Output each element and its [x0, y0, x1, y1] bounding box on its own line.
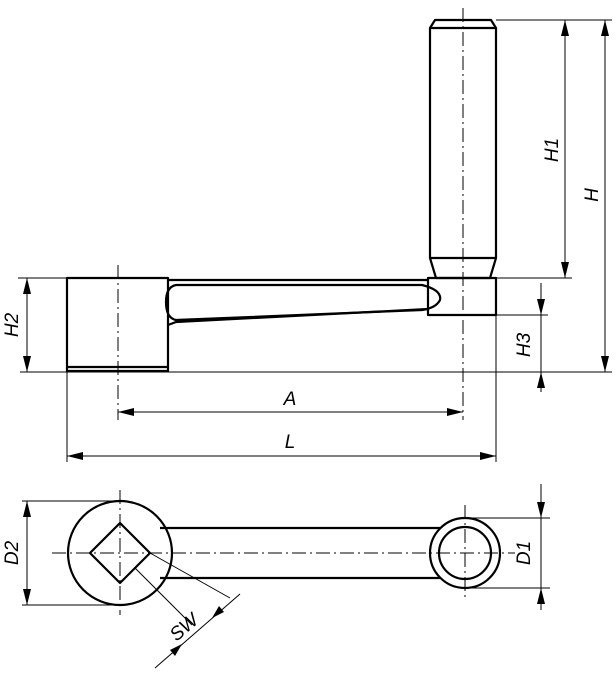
label-H1: H1 [542, 138, 563, 162]
dim-D1-arrow-top [537, 502, 545, 518]
label-A: A [283, 389, 297, 410]
square-bore [88, 521, 152, 585]
label-H: H [582, 188, 603, 202]
label-D2: D2 [2, 540, 23, 565]
label-H2: H2 [2, 312, 23, 337]
ext-SW-2 [149, 552, 231, 599]
dim-D2-arrow-top [23, 501, 31, 517]
dim-D2-arrow-bottom [23, 589, 31, 605]
label-SW: SW [166, 609, 204, 646]
arm-rib [164, 283, 442, 322]
ext-SW-1 [134, 567, 193, 626]
label-H3: H3 [514, 332, 535, 357]
dim-SW-arrow-2 [212, 606, 224, 618]
dim-L-arrow-left [67, 452, 83, 460]
label-L: L [285, 432, 296, 453]
dim-H3-arrow-bottom [537, 372, 545, 388]
top-view: D2 D1 SW [2, 484, 550, 669]
dim-H3-arrow-top [537, 299, 545, 315]
top-arm [160, 526, 440, 580]
dim-H2-arrow-bottom [23, 356, 31, 372]
label-D1: D1 [514, 541, 535, 565]
dim-SW-arrow-1 [170, 644, 182, 656]
dim-A-arrow-left [118, 408, 134, 416]
dim-H2-arrow-top [23, 278, 31, 294]
collar [426, 276, 498, 317]
dim-H-arrow-top [601, 20, 609, 36]
side-view: H H1 H3 H2 A L [2, 8, 612, 462]
dim-D1-arrow-bottom [537, 588, 545, 604]
dim-A-arrow-right [447, 408, 463, 416]
dim-L-arrow-right [480, 452, 496, 460]
dim-H1-arrow-bottom [561, 262, 569, 278]
dim-H1-arrow-top [561, 20, 569, 36]
dim-H-arrow-bottom [601, 356, 609, 372]
dim-SW-line [154, 593, 241, 669]
